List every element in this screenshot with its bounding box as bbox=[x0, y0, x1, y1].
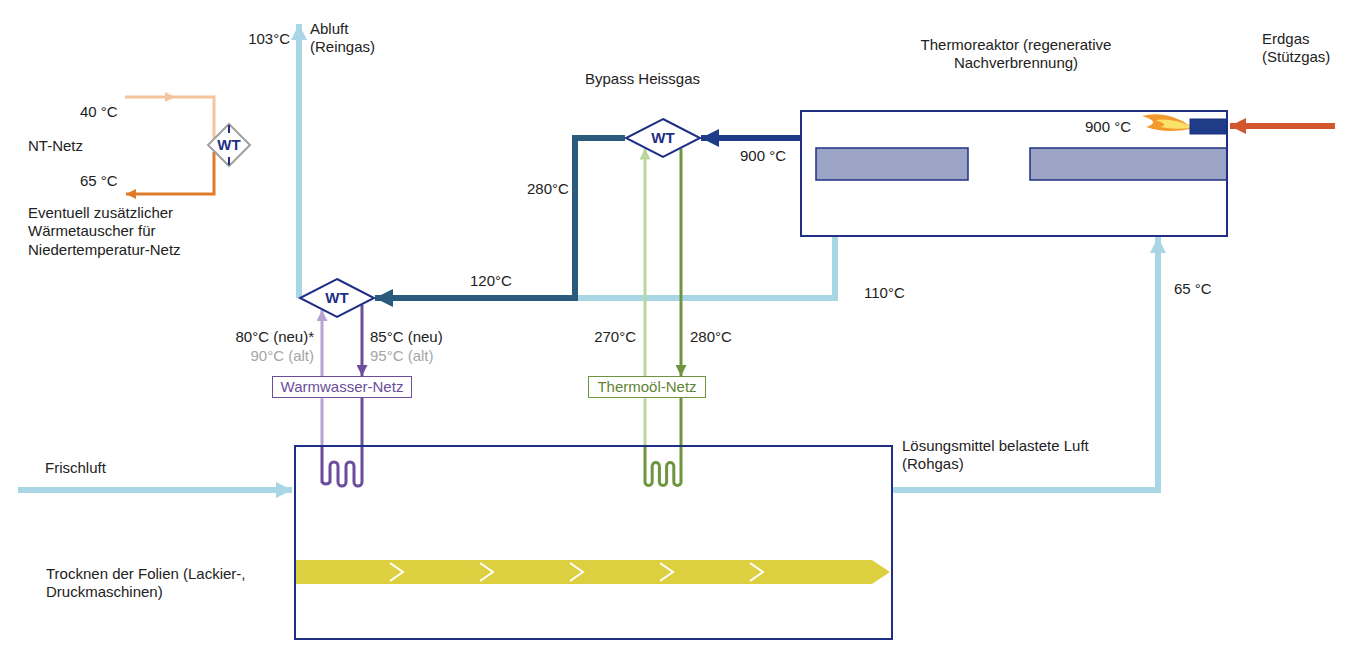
exchanger-label: WT bbox=[651, 129, 674, 147]
text-anchor: WT bbox=[325, 289, 348, 307]
pipe-connector bbox=[375, 138, 625, 298]
pipe-connector bbox=[893, 237, 1158, 490]
node-text: 900 °C bbox=[1085, 118, 1145, 136]
temperature-label: 65 °C bbox=[1172, 280, 1214, 298]
label-anchor: Frischluft bbox=[45, 459, 106, 477]
label-anchor: 65 °C bbox=[80, 172, 118, 190]
temperature-label: 95°C (alt) bbox=[370, 347, 434, 365]
exchanger-label: WT bbox=[217, 136, 240, 154]
label-anchor: 65 °C bbox=[1172, 280, 1214, 298]
label-anchor: 120°C bbox=[470, 272, 512, 290]
water-return-line bbox=[361, 398, 364, 445]
label-anchor: 900 °C bbox=[738, 147, 788, 165]
temperature-label: 120°C bbox=[470, 272, 512, 290]
node-text: Thermoreaktor (regenerative Nachverbrenn… bbox=[886, 36, 1146, 73]
burner-flame bbox=[1142, 114, 1190, 131]
temperature-label: 103°C bbox=[230, 30, 290, 48]
film-direction-chevrons bbox=[390, 563, 763, 581]
note-text: Eventuell zusätzlicher Wärmetauscher für… bbox=[28, 204, 228, 259]
node-text: Thermoöl-Netz bbox=[597, 378, 696, 396]
gas-pipe bbox=[1230, 123, 1335, 129]
stream-label: Bypass Heissgas bbox=[585, 70, 700, 88]
text-anchor: WT bbox=[651, 129, 674, 147]
label-anchor: 95°C (alt) bbox=[370, 347, 434, 365]
label-anchor: Lösungsmittel belastete Luft (Rohgas) bbox=[902, 437, 1122, 474]
dryer-box: Trocknen der Folien (Lackier-, Druckmasc… bbox=[294, 445, 893, 640]
temperature-label: 85°C (neu) bbox=[370, 328, 443, 346]
pipe-connector bbox=[321, 398, 324, 445]
text-anchor: Thermoreaktor (regenerative Nachverbrenn… bbox=[886, 36, 1146, 73]
text-anchor: Trocknen der Folien (Lackier-, Druckmasc… bbox=[46, 565, 271, 602]
stream-label: Abluft (Reingas) bbox=[310, 20, 400, 57]
temperature-label: 280°C bbox=[525, 180, 571, 198]
regenerator-bed bbox=[1030, 148, 1227, 180]
stream-label: Frischluft bbox=[45, 459, 106, 477]
heating-coil bbox=[322, 445, 362, 486]
temperature-label: 280°C bbox=[688, 328, 734, 346]
burner-flame bbox=[1156, 120, 1190, 129]
label-anchor: 85°C (neu) bbox=[370, 328, 443, 346]
pipe-connector bbox=[680, 149, 683, 376]
label-anchor: 280°C bbox=[688, 328, 734, 346]
heat-exchanger: WT bbox=[207, 123, 251, 167]
exhaust-pipe bbox=[296, 24, 302, 298]
label-anchor: NT-Netz bbox=[28, 137, 83, 155]
nt-supply-line bbox=[165, 97, 214, 138]
heat-exchanger: WT bbox=[625, 118, 701, 158]
film-band bbox=[296, 560, 890, 584]
label-anchor: Eventuell zusätzlicher Wärmetauscher für… bbox=[28, 204, 228, 259]
pipe-connector bbox=[701, 135, 800, 141]
pipe-connector bbox=[644, 149, 647, 376]
label-anchor: Abluft (Reingas) bbox=[310, 20, 400, 57]
nt-supply-line bbox=[125, 96, 170, 99]
heat-exchanger: WT bbox=[299, 278, 375, 318]
fresh-air-pipe bbox=[18, 487, 292, 493]
stream-label: Erdgas (Stützgas) bbox=[1262, 30, 1350, 67]
label-anchor: Bypass Heissgas bbox=[585, 70, 700, 88]
pipe-connector bbox=[375, 237, 835, 298]
text-anchor: Thermoöl-Netz bbox=[597, 378, 696, 396]
network-box: Thermoöl-Netz bbox=[588, 376, 705, 398]
diamond-outline bbox=[300, 279, 374, 317]
text-anchor: Warmwasser-Netz bbox=[281, 378, 404, 396]
label-anchor: 270°C bbox=[592, 328, 638, 346]
temperature-label: 80°C (neu)* bbox=[206, 328, 314, 346]
text-anchor: 900 °C bbox=[1085, 118, 1145, 136]
network-box: Warmwasser-Netz bbox=[272, 376, 413, 398]
pipe-connector bbox=[361, 305, 364, 376]
oil-return-line bbox=[680, 398, 683, 445]
reactor-box: Thermoreaktor (regenerative Nachverbrenn… bbox=[800, 110, 1228, 237]
label-anchor: 280°C bbox=[525, 180, 571, 198]
nt-return-line bbox=[126, 152, 214, 194]
label-anchor: 40 °C bbox=[80, 103, 118, 121]
temperature-label: 65 °C bbox=[80, 172, 118, 190]
regenerator-bed bbox=[816, 148, 968, 180]
diamond-outline bbox=[208, 124, 250, 166]
temperature-label: 270°C bbox=[592, 328, 638, 346]
burner bbox=[1190, 119, 1227, 134]
temperature-label: 110°C bbox=[862, 284, 907, 302]
label-anchor: 110°C bbox=[862, 284, 907, 302]
heating-coil bbox=[645, 445, 681, 486]
stream-label: Lösungsmittel belastete Luft (Rohgas) bbox=[902, 437, 1122, 474]
temperature-label: 90°C (alt) bbox=[206, 347, 314, 365]
label-anchor: Erdgas (Stützgas) bbox=[1262, 30, 1350, 67]
node-text: Warmwasser-Netz bbox=[281, 378, 404, 396]
temperature-label: 40 °C bbox=[80, 103, 118, 121]
diamond-outline bbox=[626, 119, 700, 157]
exchanger-label: WT bbox=[325, 289, 348, 307]
label-anchor: 80°C (neu)* bbox=[206, 328, 314, 346]
pipe-connector bbox=[321, 310, 324, 376]
node-text: Trocknen der Folien (Lackier-, Druckmasc… bbox=[46, 565, 271, 602]
network-label: NT-Netz bbox=[28, 137, 83, 155]
label-anchor: 90°C (alt) bbox=[206, 347, 314, 365]
temperature-label: 900 °C bbox=[738, 147, 788, 165]
text-anchor: WT bbox=[217, 136, 240, 154]
pipe-connector bbox=[644, 398, 647, 445]
label-anchor: 103°C bbox=[230, 30, 290, 48]
